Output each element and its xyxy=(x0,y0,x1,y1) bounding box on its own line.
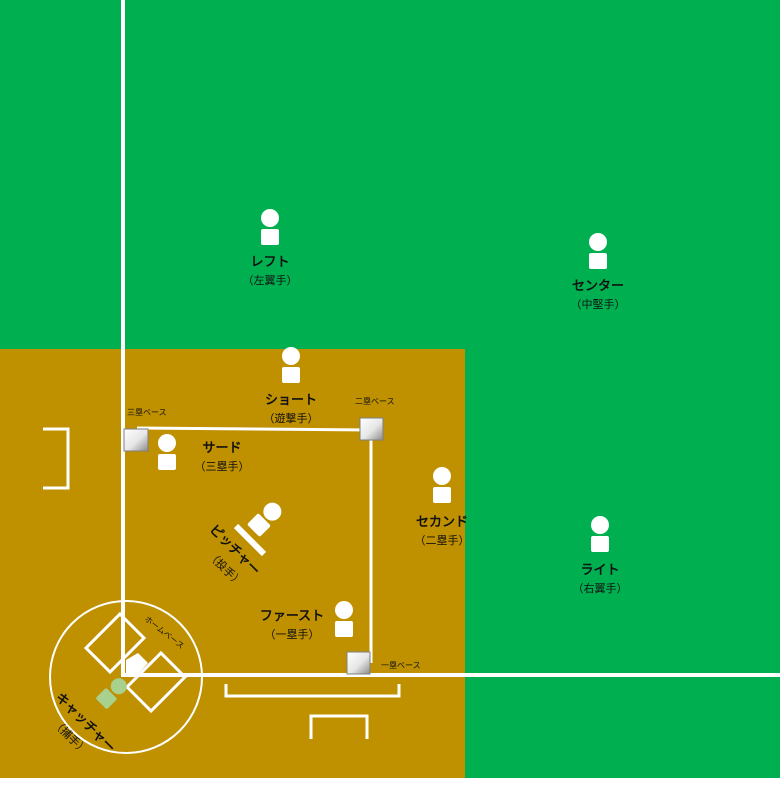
player-icon-head xyxy=(110,678,127,695)
left-fielder-name: レフト xyxy=(250,255,289,270)
center-fielder-name: センター xyxy=(572,279,624,294)
player-icon-head xyxy=(282,347,300,365)
player-icon-head xyxy=(335,601,353,619)
player-icon-body xyxy=(589,253,607,269)
shortstop-kanji: （遊撃手） xyxy=(264,411,319,425)
first-baseman-kanji: （一塁手） xyxy=(265,627,320,641)
first-base-label: 一塁ベース xyxy=(381,661,421,670)
player-icon-body xyxy=(247,513,271,537)
right-fielder: ライト （右翼手） xyxy=(573,516,628,595)
second-baseman-kanji: （二塁手） xyxy=(415,533,470,547)
player-icon-head xyxy=(433,467,451,485)
second-base xyxy=(359,417,384,441)
second-baseman-name: セカンド xyxy=(416,515,468,530)
player-icon-head xyxy=(263,502,282,521)
batter-box-left xyxy=(83,611,147,675)
player-icon-head xyxy=(589,233,607,251)
third-base-coach-box xyxy=(43,427,70,490)
base-path-third-second xyxy=(136,426,372,432)
home-plate xyxy=(126,653,148,673)
infield-dirt xyxy=(0,349,465,778)
player-icon-body xyxy=(335,621,353,637)
center-fielder: センター （中堅手） xyxy=(571,233,626,311)
first-baseman: ファースト （一塁手） xyxy=(260,601,353,641)
shortstop: ショート （遊撃手） xyxy=(264,347,319,425)
player-icon-head xyxy=(261,209,279,227)
player-icon-head xyxy=(591,516,609,534)
player-icon-body xyxy=(96,688,117,709)
shortstop-name: ショート xyxy=(265,393,317,408)
right-fielder-name: ライト xyxy=(580,563,619,578)
first-base xyxy=(346,651,371,675)
third-base xyxy=(123,428,149,452)
third-baseman: サード （三塁手） xyxy=(158,434,250,473)
second-baseman: セカンド （二塁手） xyxy=(415,467,470,547)
first-base-side-box xyxy=(309,714,369,739)
player-icon-body xyxy=(282,367,300,383)
second-base-label: 二塁ベース xyxy=(355,397,395,406)
first-baseman-name: ファースト xyxy=(260,609,324,624)
third-baseman-kanji: （三塁手） xyxy=(195,459,250,473)
player-icon-body xyxy=(591,536,609,552)
player-icon-head xyxy=(158,434,176,452)
left-fielder-kanji: （左翼手） xyxy=(243,273,298,287)
bottom-margin xyxy=(0,778,780,793)
player-icon-body xyxy=(433,487,451,503)
third-baseman-name: サード xyxy=(202,441,241,456)
player-icon-body xyxy=(261,229,279,245)
third-base-label: 三塁ベース xyxy=(127,408,167,417)
player-icon-body xyxy=(158,454,176,470)
first-base-coach-box xyxy=(224,684,401,698)
center-fielder-kanji: （中堅手） xyxy=(571,297,626,311)
right-fielder-kanji: （右翼手） xyxy=(573,581,628,595)
pitchers-plate xyxy=(233,523,267,557)
batter-box-right xyxy=(124,650,188,714)
left-fielder: レフト （左翼手） xyxy=(243,209,298,287)
